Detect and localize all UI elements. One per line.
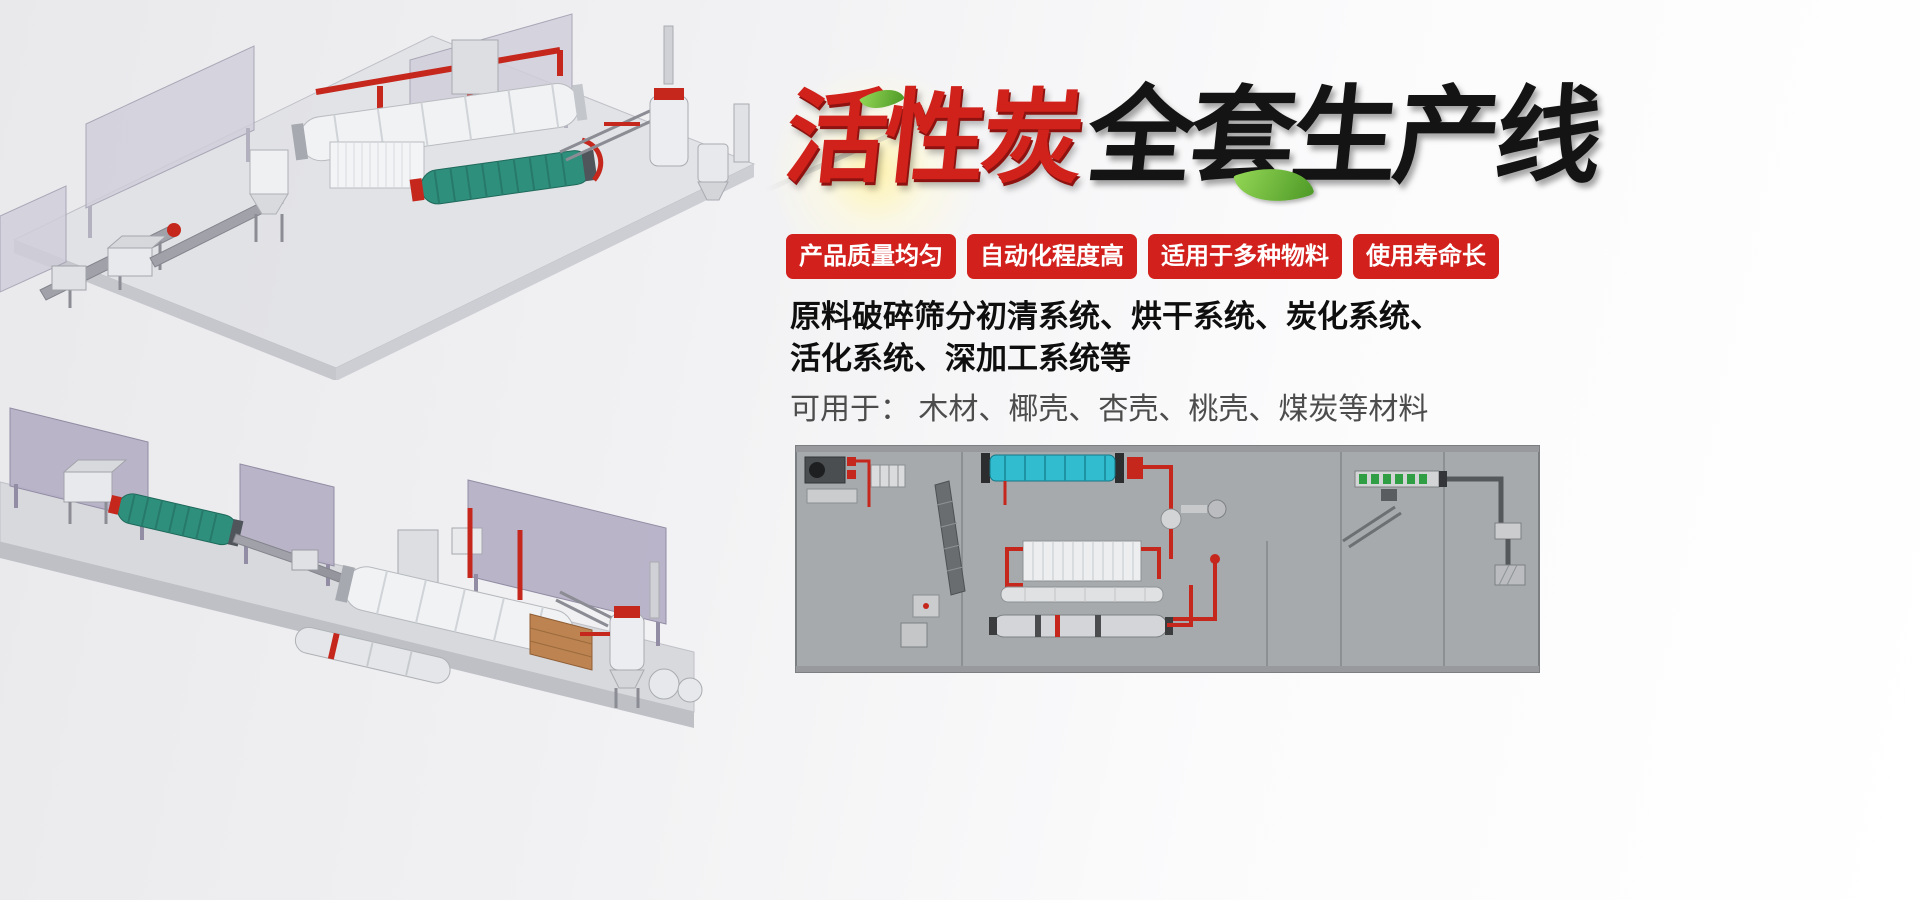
- plant-layout-schematic: [795, 445, 1540, 673]
- production-line-3d-bottom: [0, 407, 703, 728]
- hopper-tower: [249, 149, 289, 242]
- bucket-elevator: [900, 480, 966, 648]
- rotary-drum: [335, 565, 575, 655]
- pipe-elbow: [581, 137, 604, 182]
- production-line-3d-top: [0, 13, 756, 380]
- screening-drum: [409, 149, 598, 205]
- crusher-cluster: [804, 456, 906, 507]
- packing-section: [1342, 470, 1526, 586]
- feeder-hopper: [106, 235, 168, 277]
- hero-panel: 活性炭全套生产线 产品质量均匀 自动化程度高 适用于多种物料 使用寿命长 原料破…: [763, 0, 1604, 700]
- rotary-drum: [291, 83, 588, 162]
- title-red: 活性炭: [779, 81, 1086, 195]
- usage-line: 可用于： 木材、椰壳、杏壳、桃壳、煤炭等材料: [790, 393, 1429, 426]
- platform: [12, 35, 756, 380]
- screening-drum: [107, 493, 244, 547]
- furnace-cluster: [559, 25, 750, 201]
- brick-kiln: [529, 613, 593, 671]
- section-dividers: [961, 452, 1445, 666]
- carbonization-furnace: [1000, 586, 1164, 603]
- wall-panels: [9, 407, 667, 625]
- description-line-2: 活化系统、深加工系统等: [790, 341, 1131, 376]
- heat-exchanger: [1005, 540, 1161, 587]
- support-frame: [451, 39, 499, 95]
- title-black: 全套生产线: [1081, 78, 1605, 196]
- description-line-1: 原料破碎筛分初清系统、烘干系统、炭化系统、: [790, 299, 1441, 334]
- badge-automation: 自动化程度高: [967, 234, 1137, 279]
- baghouse-filter: [329, 141, 425, 189]
- badge-quality: 产品质量均匀: [786, 234, 956, 279]
- vessel-cluster: [555, 561, 703, 708]
- badge-lifespan: 使用寿命长: [1353, 234, 1499, 279]
- badge-materials: 适用于多种物料: [1148, 234, 1342, 279]
- transfer-conveyors: [232, 533, 343, 583]
- feature-badges: 产品质量均匀 自动化程度高 适用于多种物料 使用寿命长: [786, 234, 1499, 279]
- secondary-drum: [294, 626, 451, 684]
- dryer-drum: [981, 453, 1227, 559]
- small-hopper: [451, 527, 483, 555]
- main-title: 活性炭全套生产线: [780, 78, 1604, 196]
- system-description: 原料破碎筛分初清系统、烘干系统、炭化系统、 活化系统、深加工系统等: [790, 296, 1441, 380]
- feeder-hopper: [62, 459, 128, 524]
- activation-furnace: [989, 554, 1220, 638]
